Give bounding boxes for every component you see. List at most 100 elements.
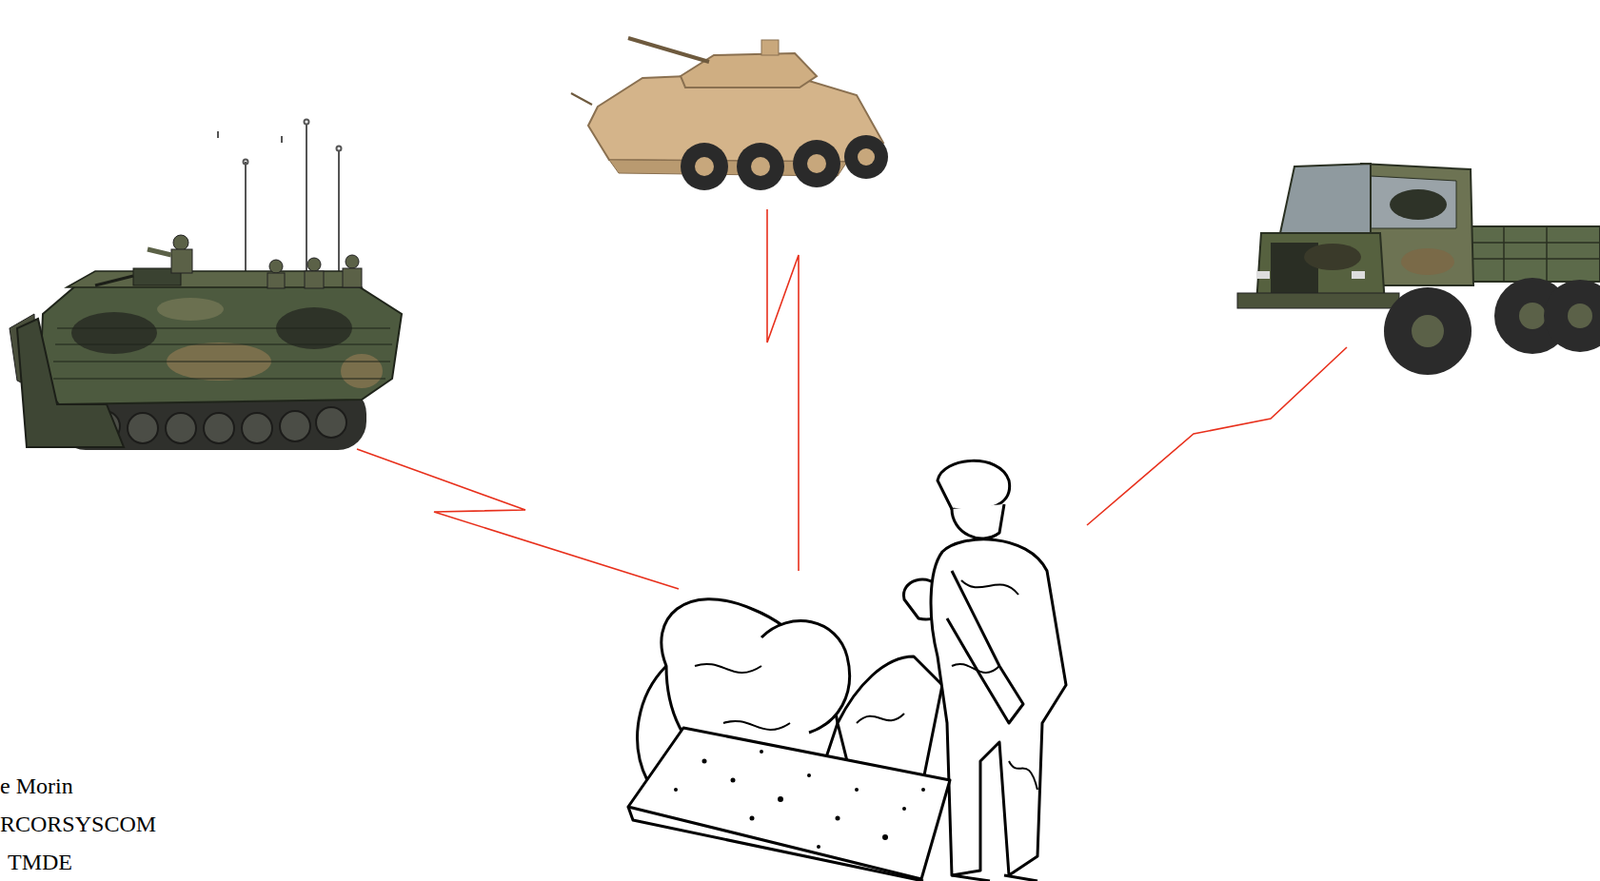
- antenna-mount: [571, 93, 593, 105]
- road-wheel: [165, 413, 197, 444]
- antenna: [305, 123, 308, 286]
- author-note: TMDE: [7, 849, 73, 876]
- gun-barrel: [628, 38, 710, 62]
- hub: [807, 154, 827, 174]
- author-note: RCORSYSCOM: [0, 810, 157, 838]
- soldier-helmet: [937, 460, 1010, 511]
- deck: [66, 271, 362, 288]
- bed-slats: [1465, 226, 1600, 282]
- crew-head: [345, 255, 359, 269]
- road-wheel: [127, 413, 159, 444]
- headlight: [1351, 271, 1365, 279]
- road-wheel: [203, 413, 235, 444]
- ridge-line: [55, 343, 393, 345]
- wheel: [680, 142, 729, 191]
- radio-link: [767, 209, 799, 572]
- map-dot: [730, 778, 736, 784]
- camo-line: [1008, 761, 1038, 791]
- cargo-truck: [1237, 163, 1600, 376]
- wheel: [1543, 279, 1600, 353]
- soldier-helmet: [761, 621, 850, 733]
- light-armored-vehicle: [571, 38, 889, 191]
- camo-patch: [340, 354, 383, 389]
- slat: [1545, 226, 1548, 282]
- hub: [750, 157, 771, 177]
- camo-patch: [1389, 189, 1447, 220]
- ridge-line: [53, 360, 391, 362]
- headlight: [1256, 271, 1270, 279]
- map-board: [628, 728, 950, 880]
- gun-barrel: [95, 276, 134, 286]
- crew-body: [342, 268, 362, 288]
- camo-line: [723, 721, 791, 731]
- map-dot: [854, 788, 859, 792]
- hub: [1519, 302, 1546, 330]
- wheels: [680, 135, 889, 191]
- radio-links: [356, 209, 1347, 590]
- standing-soldier: [930, 539, 1067, 876]
- amphibious-vehicle: [9, 119, 402, 452]
- radio-link: [1086, 347, 1347, 526]
- hub: [1411, 315, 1444, 348]
- bumper: [1237, 293, 1400, 309]
- hull: [39, 285, 402, 405]
- wheel: [792, 139, 841, 188]
- slat: [1465, 241, 1600, 244]
- camo-patch: [1401, 248, 1455, 276]
- map-dot: [759, 750, 764, 754]
- road-wheel: [241, 413, 273, 444]
- soldiers-with-map: [628, 460, 1067, 881]
- map-dots: [673, 750, 926, 850]
- ridge-line: [53, 377, 386, 379]
- crew-head: [269, 259, 283, 274]
- camo-line: [961, 580, 1019, 595]
- slat: [1502, 226, 1505, 282]
- wheel: [844, 135, 889, 179]
- antenna: [217, 131, 219, 139]
- ridge-line: [57, 327, 391, 329]
- camo-line: [694, 664, 762, 673]
- camo-patch: [1303, 243, 1362, 271]
- bow-plane: [17, 318, 124, 448]
- slat: [1465, 257, 1600, 260]
- map-dot: [816, 845, 821, 850]
- road-wheel: [279, 411, 311, 442]
- soldier-boots: [951, 875, 1038, 881]
- antennas: [217, 119, 342, 297]
- map-dot: [921, 788, 926, 792]
- hull-ridges: [53, 328, 393, 379]
- road-wheel: [316, 407, 347, 438]
- antenna-tip: [304, 119, 310, 125]
- antenna: [337, 150, 340, 286]
- wheels: [1383, 277, 1600, 376]
- camo-patch: [71, 312, 158, 355]
- wheel: [1383, 287, 1472, 376]
- road-wheels: [89, 407, 347, 444]
- map-dot: [750, 816, 755, 822]
- hub: [857, 148, 875, 166]
- camouflage: [71, 297, 383, 389]
- windshield: [1280, 163, 1371, 234]
- soldier-face: [951, 504, 1005, 539]
- map-dot: [902, 807, 907, 811]
- map-dot: [702, 759, 708, 765]
- crew-body: [171, 249, 193, 274]
- soldier-arm: [947, 571, 1024, 724]
- hub: [694, 157, 714, 177]
- radio-link: [356, 449, 679, 590]
- camo-patch: [157, 297, 224, 321]
- crew-body: [304, 271, 324, 289]
- antenna: [280, 136, 283, 143]
- camo-line: [856, 713, 905, 724]
- crew-head: [307, 257, 321, 272]
- hub: [1567, 303, 1593, 329]
- map-dot: [673, 788, 678, 792]
- cab-window: [1370, 176, 1457, 229]
- antenna-tip: [243, 159, 249, 165]
- antenna-tip: [336, 146, 342, 152]
- map-dot: [807, 773, 811, 778]
- map-dot: [777, 796, 784, 803]
- cargo-bed: [1465, 226, 1600, 282]
